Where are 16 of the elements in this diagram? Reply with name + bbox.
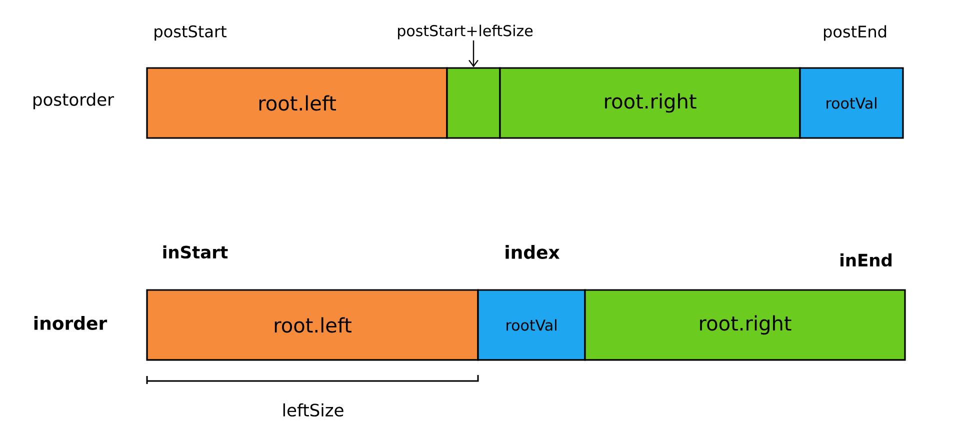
label-text: postorder <box>34 92 114 110</box>
segment-box: root.left <box>146 289 479 361</box>
label-text: index <box>506 245 560 259</box>
label-text: postStart <box>154 25 226 41</box>
segment-box <box>446 67 501 139</box>
label-text: inStart <box>163 245 228 259</box>
segment-box: root.left <box>146 67 448 139</box>
dimension-label: leftSize <box>283 403 344 417</box>
segment-box: rootVal <box>477 289 586 361</box>
segment-box: rootVal <box>799 67 904 139</box>
arrow <box>468 40 478 68</box>
label-text: postEnd <box>824 25 886 41</box>
label-text: inorder <box>34 316 108 330</box>
label-text: inEnd <box>840 253 892 267</box>
segment-box: root.right <box>584 289 906 361</box>
label-text: postStart+leftSize <box>398 24 533 40</box>
